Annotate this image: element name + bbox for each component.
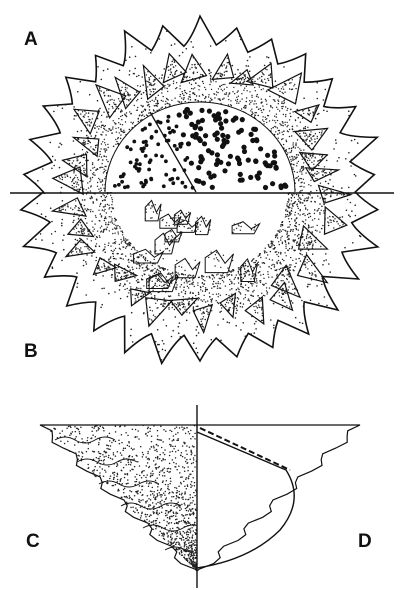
section-right-outline: [193, 425, 361, 575]
grain-top-view: [10, 15, 394, 371]
panel-label-d: D: [358, 532, 372, 551]
panel-label-a: A: [24, 30, 38, 49]
panel-label-c: C: [26, 532, 40, 551]
grain-side-view: [40, 405, 360, 588]
panel-label-b: B: [24, 342, 38, 361]
